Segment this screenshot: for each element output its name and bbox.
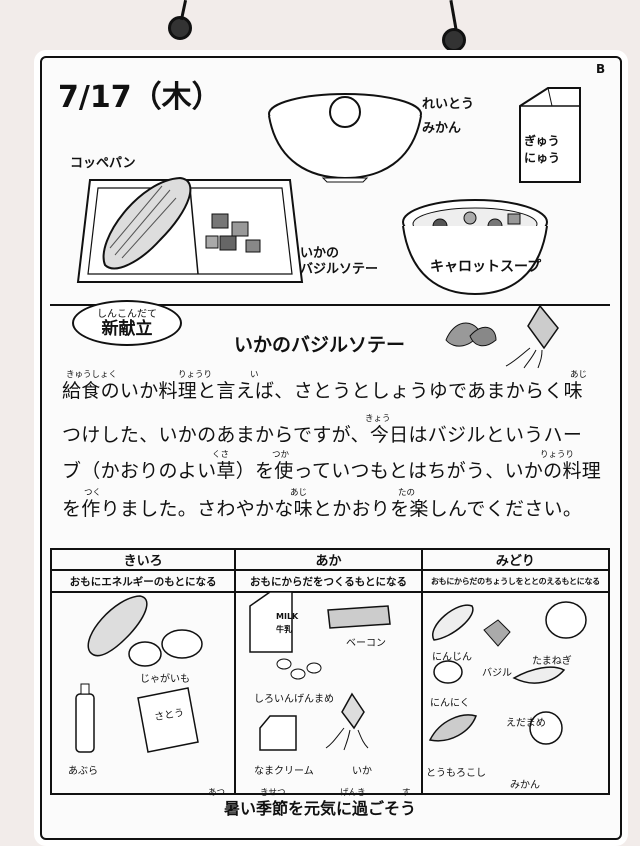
group-subtitle-green: おもにからだのちょうしをととのえるもとになる	[420, 569, 611, 593]
furigana-ryouri-2: りょうり	[540, 450, 575, 460]
ika-label-line2: バジルソテー	[300, 262, 379, 277]
food-potato: じゃがいも	[140, 674, 190, 685]
milk-label: ぎゅう にゅう	[524, 133, 560, 167]
carton-milk-text-2: 牛乳	[276, 625, 292, 634]
squid-icon	[505, 304, 559, 369]
mikan-label: れいとう みかん	[422, 93, 474, 141]
bread-small-icon	[87, 595, 148, 657]
food-carrot: にんじん	[432, 652, 472, 663]
group-name-yellow: きいろ	[49, 548, 237, 571]
food-bacon: ベーコン	[346, 638, 386, 649]
new-menu-badge: しんこんだて 新献立	[72, 300, 182, 346]
new-menu-badge-ruby: しんこんだて	[97, 309, 157, 320]
tray-illustration	[76, 176, 304, 283]
mikan-label-line1: れいとう	[422, 97, 475, 112]
footer-slogan: 暑い季節を元気に過ごそう	[223, 799, 416, 818]
furigana-genki: げんき	[340, 788, 366, 798]
mikan-icon	[329, 96, 361, 128]
green-group-illustrations	[428, 601, 587, 745]
string-right	[449, 0, 458, 31]
milk-carton-illustration	[519, 87, 581, 183]
soup-bowl-illustration	[402, 199, 548, 296]
edamame-icon	[512, 666, 566, 684]
garlic-icon	[433, 660, 463, 684]
sugar-bag-icon	[137, 687, 199, 753]
squid-small-icon	[341, 692, 365, 730]
food-cream: なまクリーム	[254, 766, 314, 777]
dish-title: いかのバジルソテー	[234, 334, 406, 356]
milk-carton-icon	[249, 591, 293, 653]
yellow-group-illustrations	[75, 595, 203, 753]
soup-label: キャロットスープ	[430, 259, 542, 275]
group-subtitle-yellow: おもにエネルギーのもとになる	[49, 569, 237, 593]
furigana-atsu: あつ	[208, 788, 226, 798]
punch-hole-right	[442, 28, 466, 52]
food-garlic: にんにく	[430, 698, 470, 709]
corn-icon	[428, 714, 477, 742]
new-menu-badge-label: 新献立	[101, 319, 153, 339]
onion-icon	[545, 601, 587, 639]
body-line-4: を作りました。さわやかな味とかおりを楽しんでください。	[62, 498, 583, 520]
oil-bottle-icon	[75, 693, 95, 753]
furigana-aji: あじ	[570, 370, 588, 380]
food-edamame: えだまめ	[506, 718, 546, 729]
milk-label-line2: にゅう	[524, 151, 561, 165]
food-basil: バジル	[482, 668, 512, 679]
furigana-kyou: きょう	[365, 414, 391, 424]
furigana-ryouri: りょうり	[178, 370, 213, 380]
furigana-aji-2: あじ	[290, 488, 308, 498]
furigana-kusa: くさ	[212, 450, 230, 460]
white-bean-icon	[306, 662, 322, 674]
furigana-kisetsu: きせつ	[260, 788, 286, 798]
carton-milk-text: MILK	[276, 612, 299, 621]
group-name-red: あか	[234, 548, 423, 571]
ika-label-line1: いかの	[300, 246, 340, 261]
mikan-label-line2: みかん	[422, 121, 462, 136]
page-mark: B	[596, 62, 606, 76]
food-mikan: みかん	[510, 780, 540, 791]
milk-label-line1: ぎゅう	[524, 134, 560, 148]
group-name-green: みどり	[420, 548, 611, 571]
furigana-tsuka: つか	[272, 450, 290, 460]
mikan-bowl-illustration	[268, 93, 422, 183]
body-line-3: ブ（かおりのよい草）を使っていつもとはちがう、いかの料理	[62, 460, 602, 482]
furigana-i: い	[250, 370, 259, 380]
potato-icon	[128, 641, 162, 667]
cream-carton-icon	[259, 715, 297, 751]
ika-label: いかの バジルソテー	[300, 246, 378, 278]
food-squid: いか	[352, 766, 372, 777]
furigana-kyuushoku: きゅうしょく	[66, 370, 118, 380]
top-section-divider	[50, 304, 610, 306]
food-corn: とうもろこし	[426, 768, 486, 779]
red-group-illustrations	[249, 591, 391, 751]
food-white-bean: しろいんげんまめ	[254, 694, 334, 705]
food-onion: たまねぎ	[532, 656, 572, 667]
body-line-1: 給食のいか料理と言えば、さとうとしょうゆであまからく味	[62, 380, 583, 402]
food-oil: あぶら	[68, 766, 98, 777]
menu-date: 7/17（木）	[58, 80, 222, 115]
body-line-2: つけした、いかのあまからですが、今日はバジルというハー	[62, 424, 583, 446]
furigana-su: す	[402, 788, 411, 798]
mikan-small-icon	[529, 711, 563, 745]
bread-label: コッペパン	[70, 156, 136, 171]
bread-icon	[102, 176, 192, 270]
ika-dish-icon	[205, 213, 261, 253]
group-subtitle-red: おもにからだをつくるもとになる	[234, 569, 423, 593]
bacon-icon	[327, 605, 391, 629]
furigana-tano: たの	[398, 488, 416, 498]
basil-squid-illustration	[445, 304, 559, 369]
furigana-tsuku: つく	[84, 488, 102, 498]
carrot-icon	[432, 604, 474, 641]
basil-small-icon	[483, 619, 511, 647]
